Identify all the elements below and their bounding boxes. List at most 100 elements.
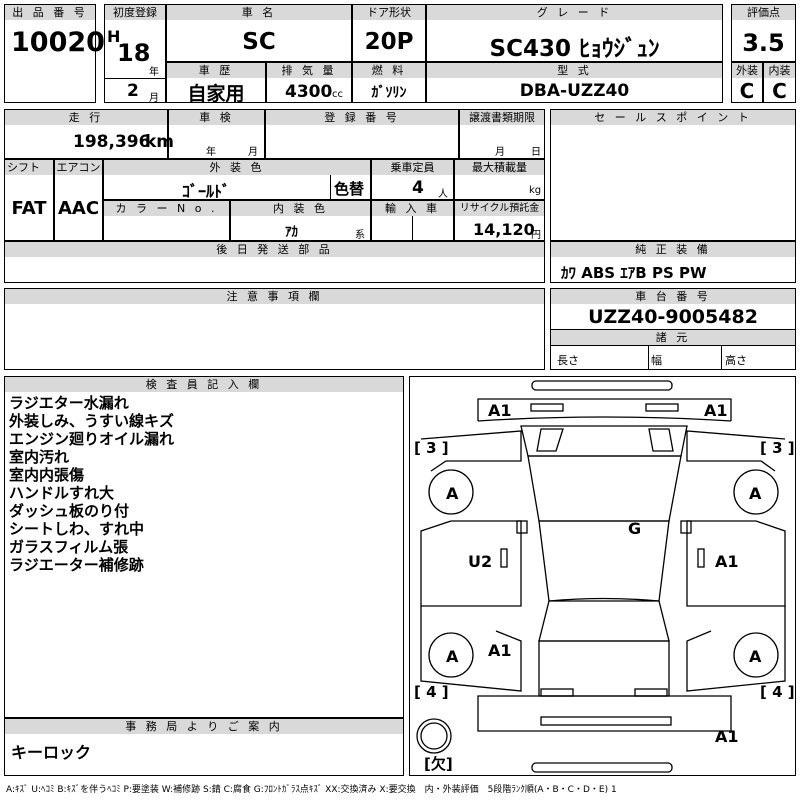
- rear-lamp-left: [540, 688, 574, 697]
- grade-value: SC430 ﾋｮｳｼﾞｭﾝ: [489, 36, 660, 62]
- plate-block: 登 録 番 号: [265, 109, 459, 159]
- seats-label: 乗車定員: [372, 160, 453, 175]
- int-color-value: ｱｶ: [285, 225, 298, 240]
- lot-block: 出 品 番 号 10020: [4, 4, 105, 103]
- inspection-block: 車 検 年 月: [168, 109, 265, 159]
- color-changed: 色替: [334, 180, 365, 198]
- name-block: 車 名 SC: [166, 4, 352, 62]
- damage-mark: A: [749, 484, 762, 503]
- seats-unit: 人: [438, 189, 448, 200]
- rear-fender-right: [686, 606, 786, 692]
- mileage-unit: km: [145, 132, 175, 152]
- office-label: 事 務 局 よ り ご 案 内: [5, 719, 403, 734]
- color-no-block: カ ラ ー N o .: [103, 200, 230, 241]
- disp-value: 4300: [285, 82, 333, 102]
- panel-bracket: [ 4 ]: [414, 683, 449, 701]
- door-label: ドア形状: [353, 5, 425, 20]
- damage-mark: G: [628, 519, 642, 538]
- inspector-line: 外装しみ、うすい線キズ: [9, 412, 175, 430]
- int-color-unit: 系: [355, 230, 365, 241]
- mirror-left: [516, 520, 528, 534]
- inspector-line: シートしわ、すれ中: [9, 520, 145, 538]
- int-color-label: 内 装 色: [231, 201, 370, 216]
- plate-label: 登 録 番 号: [266, 110, 458, 125]
- lot-number: 10020: [11, 27, 105, 58]
- score-value: 3.5: [742, 29, 785, 57]
- inspector-line: ラジエター水漏れ: [9, 394, 129, 412]
- int-color-block: 内 装 色 ｱｶ 系: [230, 200, 371, 241]
- spare-missing-mark: [欠]: [424, 755, 453, 773]
- chassis-label: 車 台 番 号: [551, 289, 795, 304]
- hood-vent-right: [648, 428, 674, 452]
- lot-label: 出 品 番 号: [5, 5, 95, 20]
- legend: A:ｷｽﾞ U:ﾍｺﾐ B:ｷｽﾞを伴うﾍｺﾐ P:要塗装 W:補修跡 S:錆 …: [6, 785, 617, 795]
- color-no-label: カ ラ ー N o .: [104, 201, 229, 216]
- door-right: [686, 520, 786, 607]
- inspector-line: ダッシュ板のり付: [9, 502, 130, 520]
- import-label: 輸 入 車: [372, 201, 453, 216]
- door-left: [420, 520, 522, 607]
- reg-month: 2: [127, 81, 139, 101]
- int-grade: C: [772, 79, 787, 103]
- wheel-rear-right: [733, 632, 779, 678]
- load-block: 最大積載量 kg: [454, 159, 545, 200]
- int-grade-block: 内装 C: [763, 62, 796, 103]
- chassis-block: 車 台 番 号 UZZ40-9005482 諸 元 長さ 幅 高さ: [550, 288, 796, 370]
- model-block: 型 式 DBA-UZZ40: [426, 62, 723, 103]
- spare-tire: [416, 718, 452, 754]
- model-label: 型 式: [427, 63, 722, 78]
- shift-block: シフト FAT: [4, 159, 54, 241]
- rear-window: [538, 597, 670, 642]
- ac-value: AAC: [57, 198, 100, 219]
- inspector-line: ハンドルすれ大: [9, 484, 115, 502]
- length-label: 長さ: [557, 354, 579, 367]
- inspection-label: 車 検: [169, 110, 264, 125]
- int-grade-label: 内装: [764, 63, 795, 78]
- seats-block: 乗車定員 4 人: [371, 159, 454, 200]
- ac-block: エアコン AAC: [54, 159, 103, 241]
- reg-year: 18: [117, 39, 151, 67]
- later-parts-label: 後 日 発 送 部 品: [5, 242, 544, 257]
- name-label: 車 名: [167, 5, 351, 20]
- spare-tire-inner: [420, 722, 448, 750]
- damage-mark: A: [446, 484, 459, 503]
- inspection-month-unit: 月: [248, 147, 258, 158]
- panel-bracket: [ 3 ]: [760, 439, 795, 457]
- rear-plate: [540, 716, 672, 726]
- recycle-label: リサイクル預託金: [455, 201, 544, 216]
- front-lamp-right: [645, 403, 679, 412]
- seats-value: 4: [412, 178, 424, 198]
- history-label: 車 歴: [167, 63, 265, 78]
- reg-era: H: [107, 27, 121, 46]
- damage-mark: A1: [715, 727, 739, 746]
- damage-mark: A1: [488, 641, 512, 660]
- model-value: DBA-UZZ40: [519, 81, 630, 101]
- transfer-block: 譲渡書類期限 月 日: [459, 109, 545, 159]
- color-value: ｺﾞｰﾙﾄﾞ: [182, 182, 231, 201]
- ac-label: エアコン: [55, 160, 102, 175]
- handle-left: [500, 548, 508, 568]
- rear-fender-left: [420, 606, 522, 692]
- rear-lamp-right: [634, 688, 668, 697]
- inspector-label: 検 査 員 記 入 欄: [5, 377, 403, 392]
- specs-label: 諸 元: [551, 329, 795, 346]
- recycle-unit: 円: [531, 230, 541, 241]
- panel-bracket: [ 3 ]: [414, 439, 449, 457]
- mirror-right: [680, 520, 692, 534]
- notes-block: 注 意 事 項 欄: [4, 288, 545, 370]
- damage-mark: A1: [715, 552, 739, 571]
- front-fender-left: [420, 430, 522, 472]
- import-block: 輸 入 車: [371, 200, 454, 241]
- sales-point-block: セ ー ル ス ポ イ ン ト: [550, 109, 796, 241]
- wheel-front-left: [428, 469, 474, 515]
- wheel-rear-left: [428, 632, 474, 678]
- reg-year-unit: 年: [149, 67, 159, 78]
- load-unit: kg: [529, 185, 542, 196]
- damage-mark: A: [446, 647, 459, 666]
- office-text: キーロック: [11, 743, 92, 762]
- grade-block: グ レ ー ド SC430 ﾋｮｳｼﾞｭﾝ: [426, 4, 723, 62]
- rear-bumper: [531, 762, 673, 773]
- equipment-value: ｶﾜ ABS ｴｱB PS PW: [561, 264, 707, 282]
- inspector-line: 室内汚れ: [9, 448, 70, 466]
